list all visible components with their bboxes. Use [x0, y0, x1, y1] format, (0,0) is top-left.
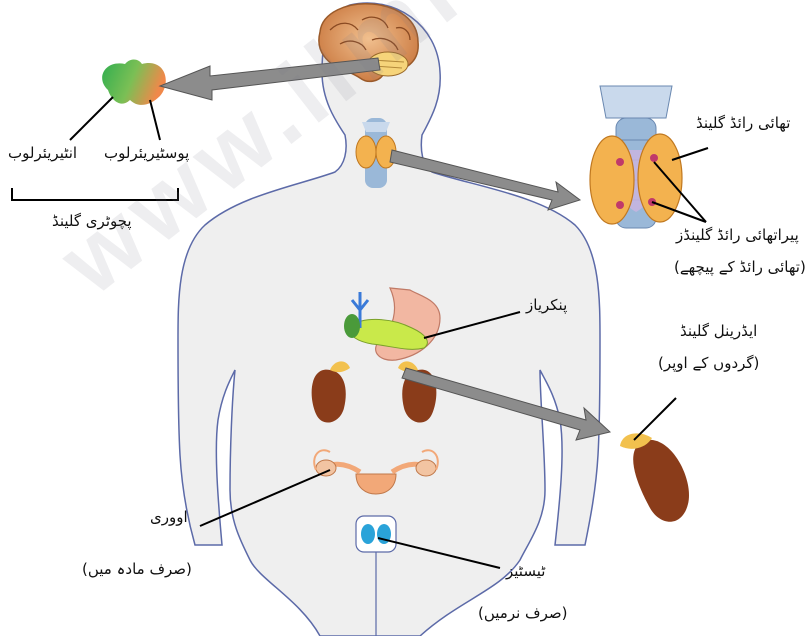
posterior-lobe-label: پوسٹیریئرلوب	[104, 144, 189, 162]
anterior-lobe-label: انٹیریئرلوب	[8, 144, 77, 162]
thyroid-gland-label: تھائی رائڈ گلینڈ	[696, 114, 790, 132]
testes-note: (صرف نرمیں)	[478, 604, 567, 622]
testes-label: ٹیسٹیز	[506, 562, 545, 580]
ovary-label: اووری	[150, 508, 188, 526]
anterior-lobe-leader	[70, 97, 113, 140]
adrenal-note: (گردوں کے اوپر)	[658, 354, 759, 372]
adrenal-gland-label: ایڈرینل گلینڈ	[680, 322, 757, 340]
thyroid-detail-icon	[590, 86, 682, 228]
adrenal-leader	[634, 398, 676, 440]
parathyroid-glands-label: پیراتھائی رائڈ گلینڈز	[676, 226, 799, 244]
parathyroid-note: (تھائی رائڈ کے پیچھے)	[674, 258, 806, 276]
posterior-lobe-leader	[150, 100, 160, 140]
pituitary-gland-label: پچوٹری گلینڈ	[52, 212, 132, 230]
adrenal-kidney-detail-icon	[620, 433, 689, 521]
pancreas-label: پنکریاز	[526, 296, 567, 314]
ovary-note: (صرف مادہ میں)	[82, 560, 192, 578]
